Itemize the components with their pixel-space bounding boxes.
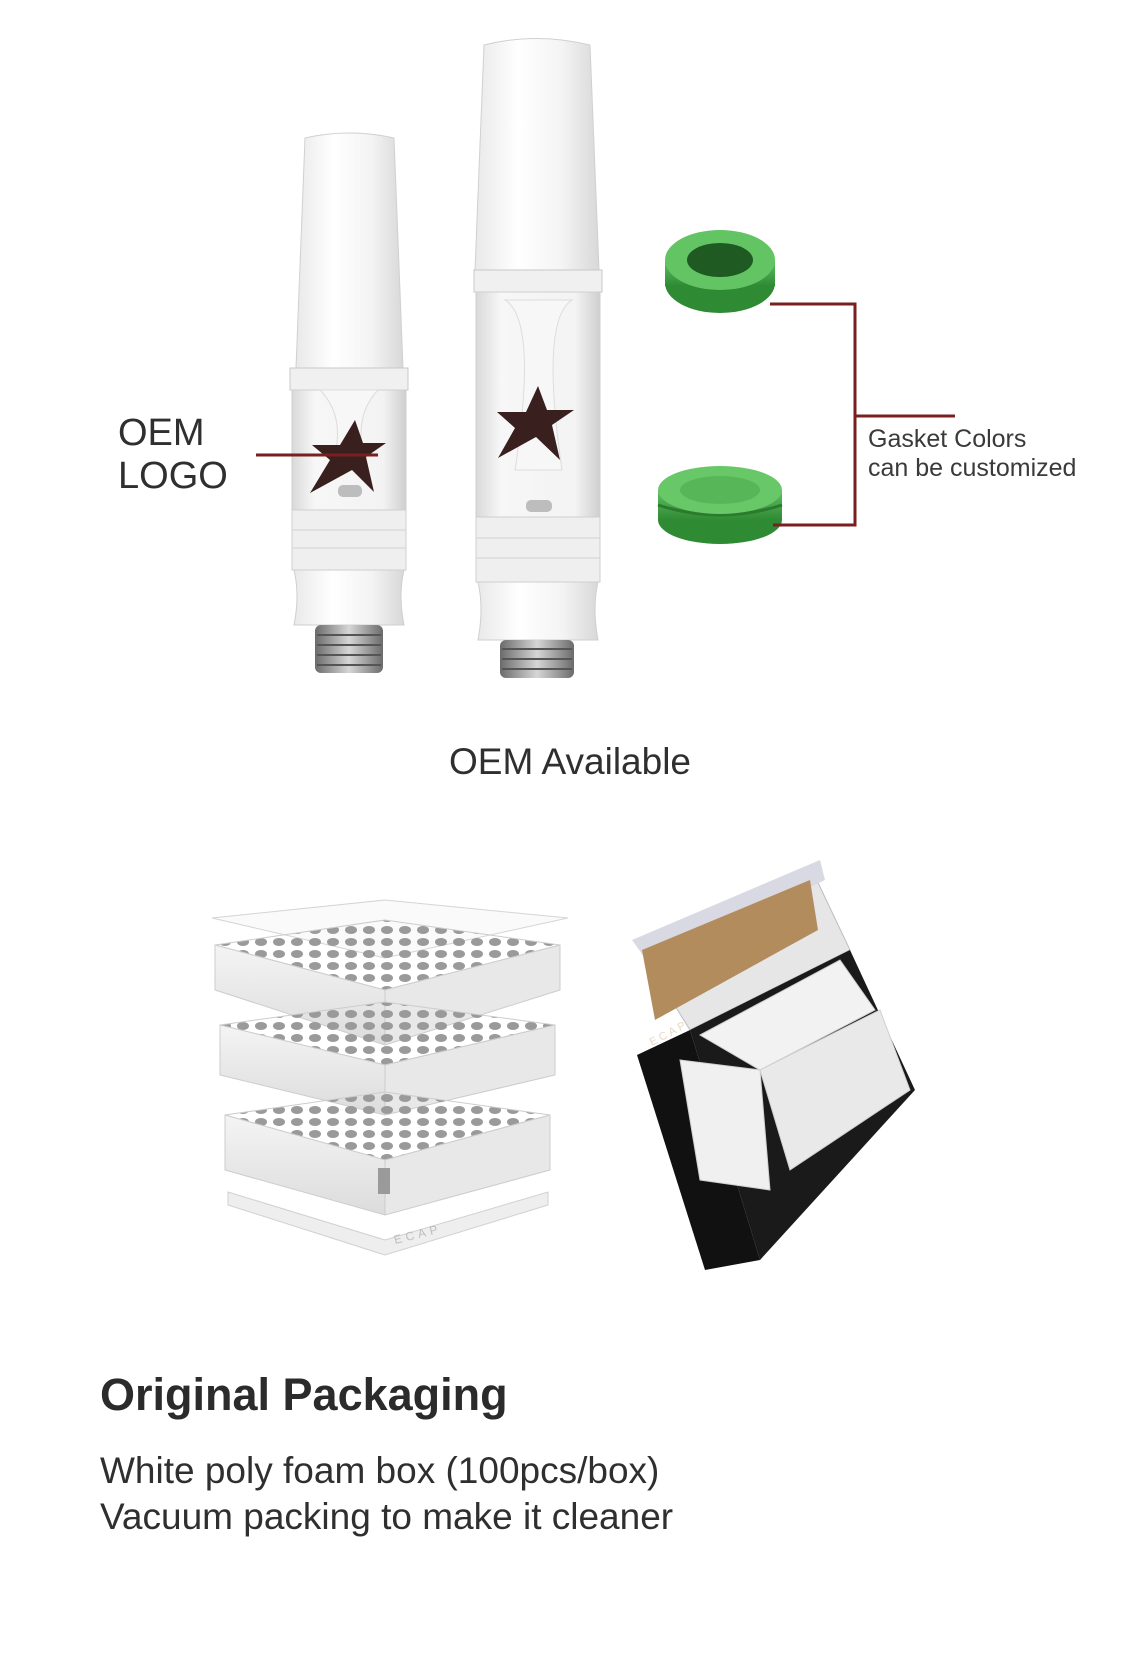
gasket-colors-label: Gasket Colors can be customized — [868, 425, 1077, 482]
cartridge-short — [289, 132, 409, 673]
star-logo-tall — [497, 386, 574, 460]
cartridge-tall — [473, 38, 603, 678]
cartridge-illustration — [256, 38, 955, 678]
packaging-line-foam-box: White poly foam box (100pcs/box) — [100, 1450, 660, 1491]
carton-box: ECAP — [632, 860, 915, 1270]
packaging-illustration: ECAP ECAP — [211, 860, 915, 1270]
foam-box-stack: ECAP — [211, 899, 569, 1256]
packaging-line-vacuum: Vacuum packing to make it cleaner — [100, 1496, 674, 1537]
callout-lines — [256, 302, 955, 527]
gasket-top — [665, 230, 775, 313]
gasket-bottom — [657, 466, 783, 544]
packaging-title: Original Packaging — [100, 1369, 508, 1420]
oem-logo-label: OEM LOGO — [118, 412, 228, 497]
oem-available-caption: OEM Available — [449, 741, 691, 782]
